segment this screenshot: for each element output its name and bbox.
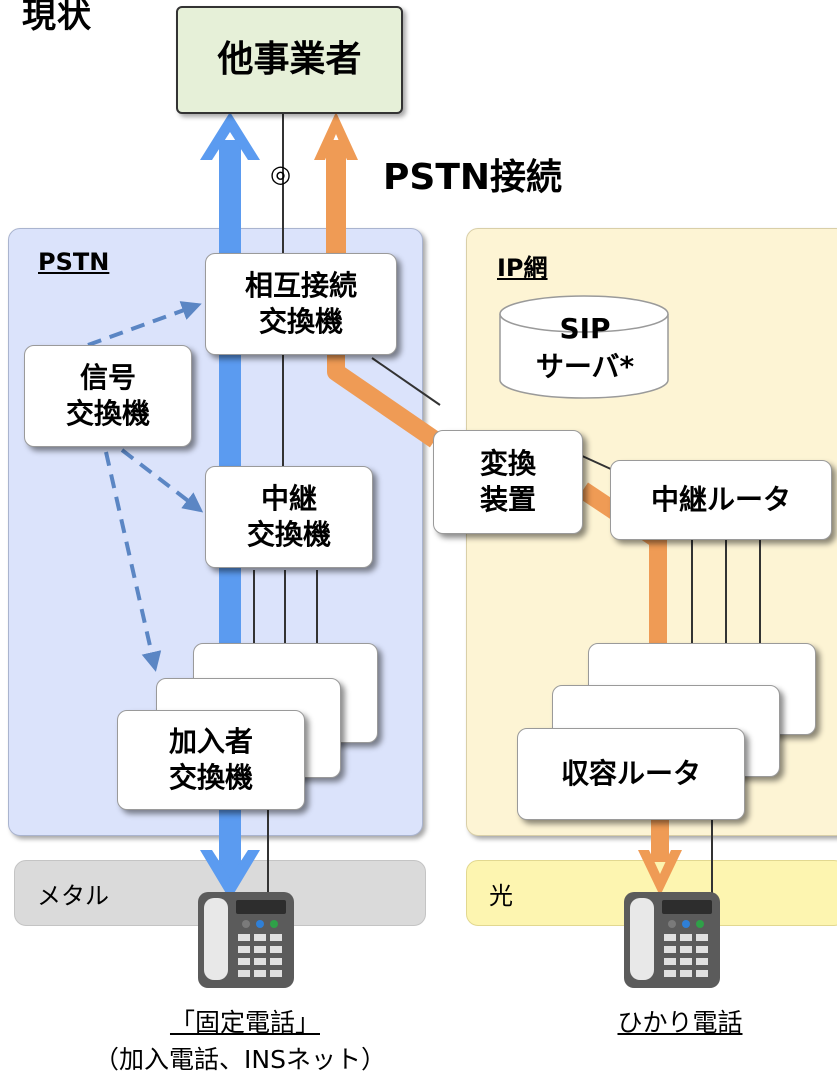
signal-dashed-lines [87,301,204,672]
subscriber-switch-line2: 交換機 [168,761,253,794]
interconnect-switch-line1: 相互接続 [244,268,357,302]
sip-server: SIP サーバ* [496,310,674,386]
signal-switch-line1: 信号 [79,360,136,394]
subscriber-switch-line1: 加入者 [168,724,253,758]
pstn-label: PSTN [38,248,110,276]
connection-mark: ◎ [270,160,291,188]
interconnect-switch-line2: 交換機 [258,305,343,338]
telephone-icon [198,892,294,988]
orange-up-arrow-icon [314,112,358,160]
signal-switch: 信号 交換機 [24,345,192,447]
access-router: 収容ルータ [517,728,745,820]
telephone-icon [624,892,720,988]
sip-server-line1: SIP [559,312,611,345]
ip-network-label: IP網 [497,254,548,282]
metal-label: メタル [37,881,109,910]
relay-switch-line1: 中継 [260,481,317,515]
database-cylinder-icon [499,295,669,399]
relay-router: 中継ルータ [610,460,832,540]
pstn-connection-label: PSTN接続 [383,157,562,198]
sip-server-line2: サーバ* [535,349,635,383]
converter-line1: 変換 [479,446,536,480]
relay-switch: 中継 交換機 [205,466,373,568]
hikari-phone-caption: ひかり電話 [617,1008,743,1037]
converter-line2: 装置 [479,483,536,516]
signal-switch-line2: 交換機 [65,397,150,430]
subscriber-switch: 加入者 交換機 [117,710,305,810]
fixed-phone-caption: 「固定電話」 [169,1008,320,1037]
relay-switch-line2: 交換機 [246,518,331,551]
optical-label: 光 [489,881,513,910]
page-title: 現状 [22,0,92,36]
interconnect-switch: 相互接続 交換機 [205,253,397,355]
orange-ip-path [326,140,669,862]
fixed-phone-subcaption: （加入電話、INSネット） [94,1045,386,1074]
converter-device: 変換 装置 [433,430,583,534]
other-carrier-box: 他事業者 [176,6,403,114]
orange-down-arrow-icon [638,850,682,896]
